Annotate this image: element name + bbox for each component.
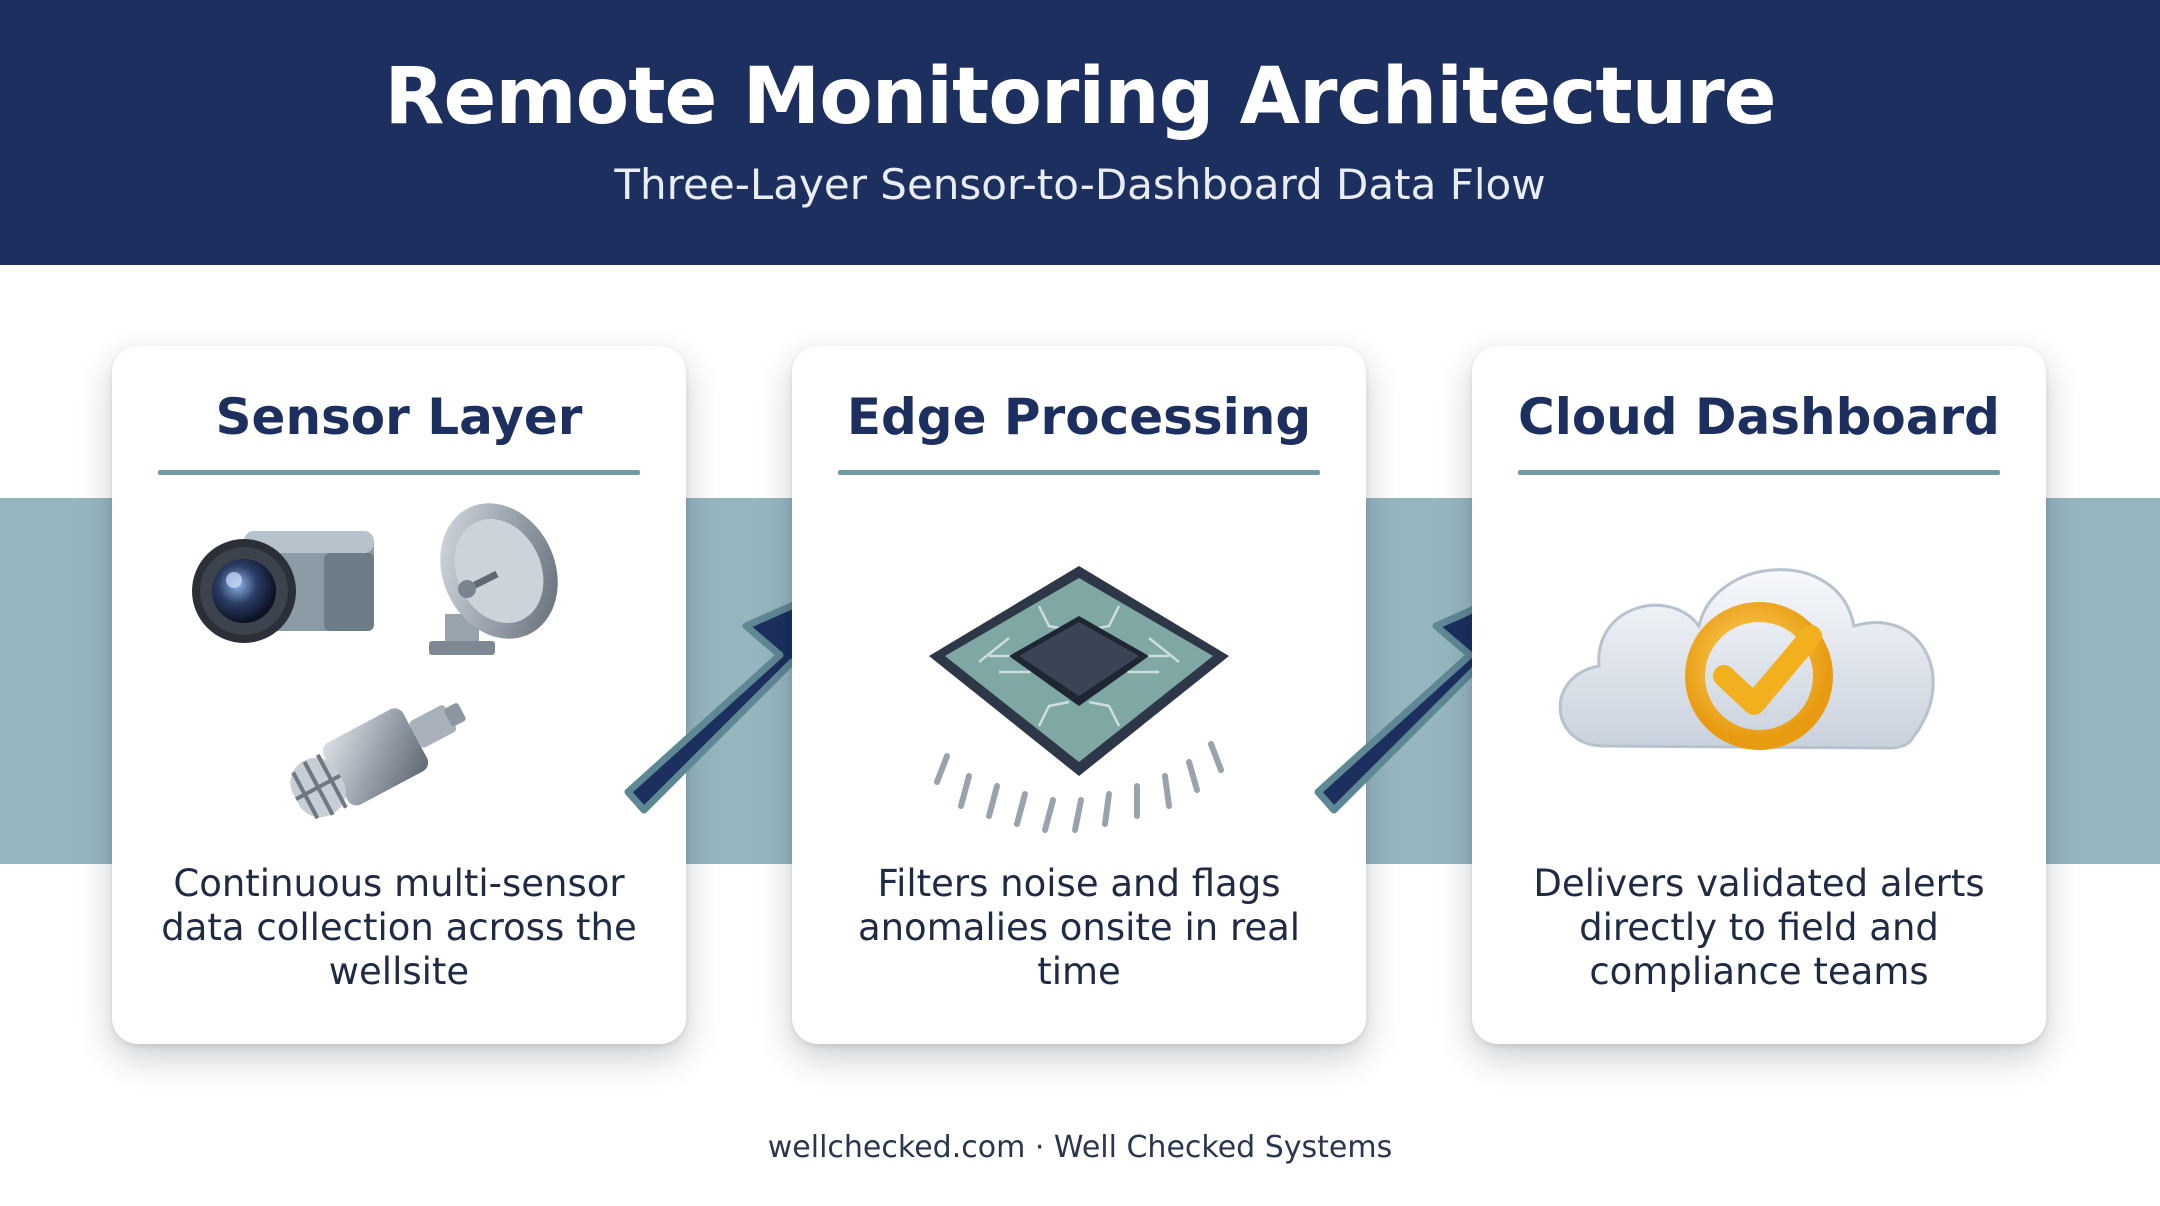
cloud-check-icon [1558, 568, 1935, 750]
card-divider [1518, 470, 2000, 475]
card-divider [158, 470, 640, 475]
card-description: Filters noise and flags anomalies onsite… [857, 862, 1301, 993]
microchip-icon [929, 566, 1229, 833]
satellite-dish-icon [429, 503, 558, 655]
card-description: Delivers validated alerts directly to fi… [1533, 862, 1985, 993]
footer-credit: wellchecked.com · Well Checked Systems [767, 1130, 1393, 1165]
sensor-illustration [192, 503, 558, 820]
card-title: Edge Processing [846, 388, 1312, 446]
card-sensor-layer: Sensor Layer [112, 346, 686, 1044]
card-title: Sensor Layer [215, 388, 583, 446]
camera-icon [192, 531, 374, 643]
card-divider [838, 470, 1320, 475]
cloud-illustration [1558, 568, 1935, 750]
card-edge-processing: Edge Processing [792, 346, 1366, 1044]
page-title: Remote Monitoring Architecture [384, 52, 1776, 142]
gas-sensor-icon [290, 703, 466, 820]
card-cloud-dashboard: Cloud Dashboard Delivers validated alert… [1472, 346, 2046, 1044]
header-banner: Remote Monitoring Architecture Three-Lay… [0, 0, 2160, 265]
card-description: Continuous multi-sensor data collection … [161, 862, 637, 993]
page-subtitle: Three-Layer Sensor-to-Dashboard Data Flo… [614, 160, 1546, 209]
edge-illustration [929, 566, 1229, 833]
card-title: Cloud Dashboard [1518, 388, 2000, 446]
